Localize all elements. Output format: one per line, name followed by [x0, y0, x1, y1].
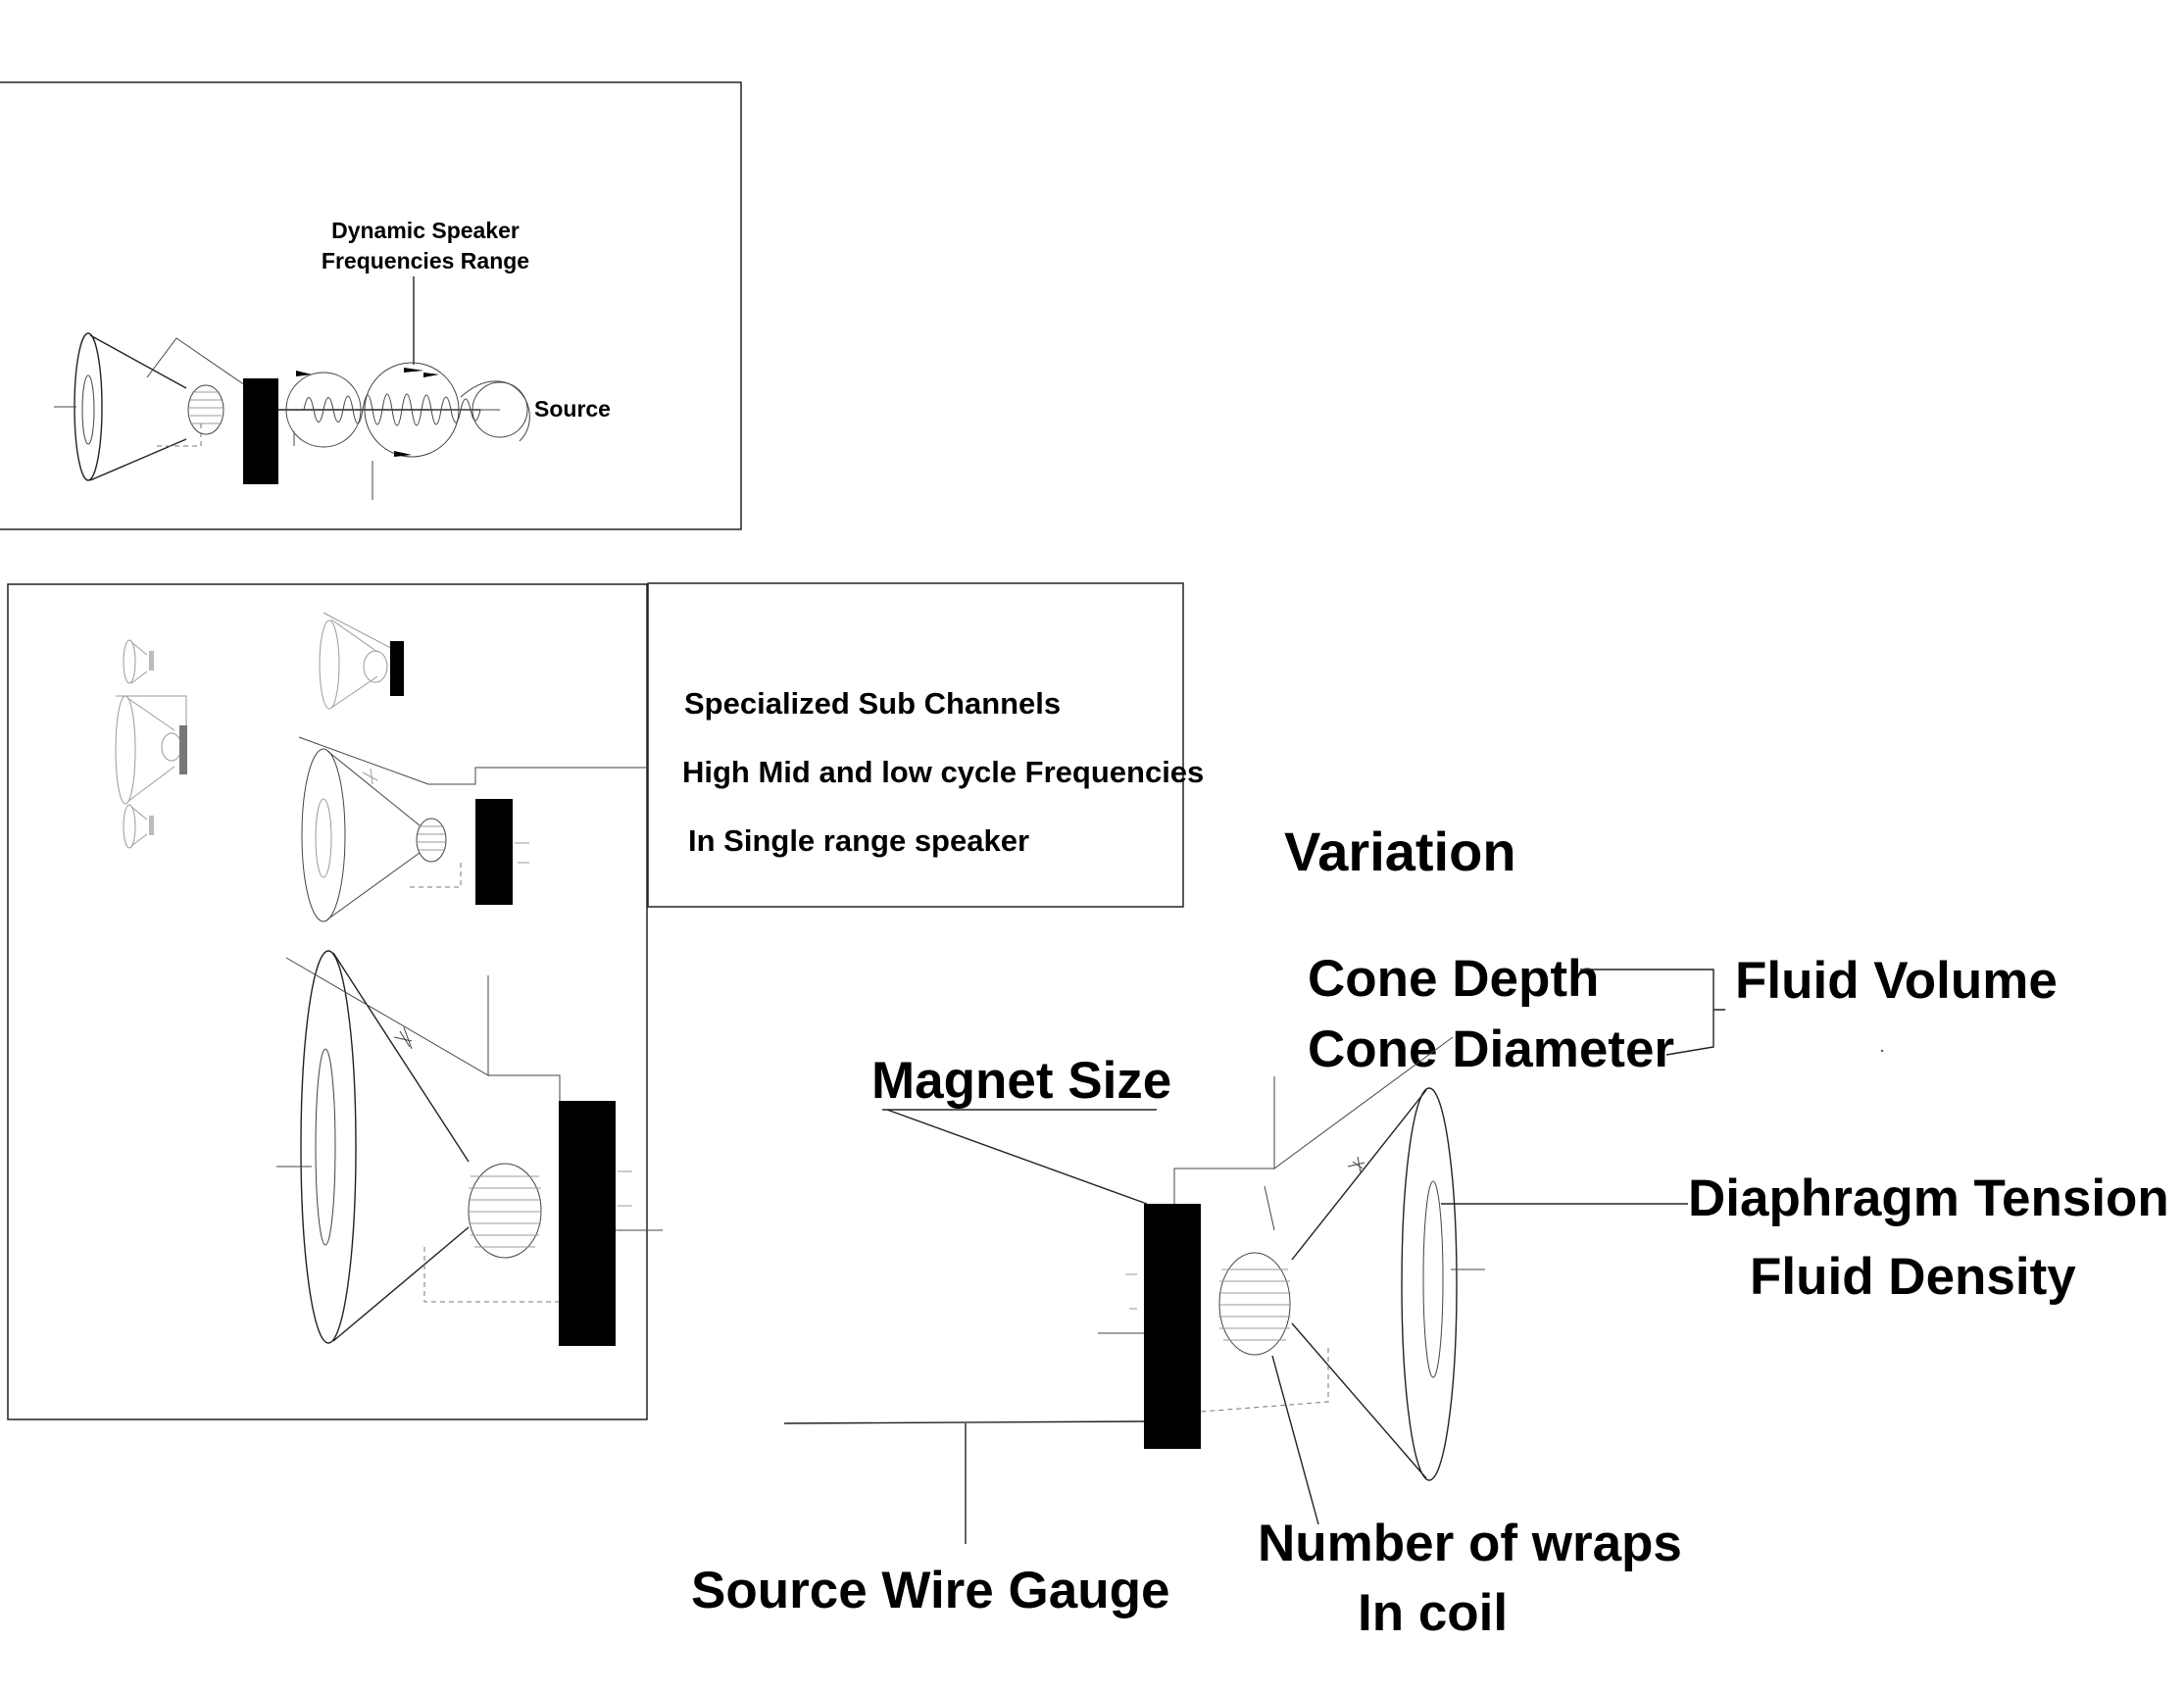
panel-top: Dynamic Speaker Frequencies Range Sour: [0, 81, 742, 530]
panel-top-title-line2: Frequencies Range: [322, 248, 529, 274]
fluid-volume-label: Fluid Volume: [1735, 952, 2058, 1010]
cone-diameter-label: Cone Diameter: [1308, 1020, 1674, 1078]
cone-depth-label: Cone Depth: [1308, 950, 1599, 1008]
tiny-magnet-2: [179, 725, 187, 774]
wire-gauge-pointer: [783, 1420, 1145, 1544]
small-upper-magnet: [390, 641, 404, 696]
small-coil: [187, 384, 224, 435]
desc-line-2: High Mid and low cycle Frequencies: [682, 755, 1204, 789]
panel-multi-frame: [7, 583, 648, 1420]
small-upper-speaker: [319, 612, 405, 710]
magnet-size-pointer: [886, 1109, 1148, 1205]
large-speaker: [276, 950, 663, 1346]
in-coil-label: In coil: [1358, 1584, 1508, 1642]
tiny-speaker-2: [115, 695, 187, 805]
large-magnet: [559, 1101, 616, 1346]
medium-coil: [416, 818, 447, 863]
tiny-speaker-3: [123, 804, 154, 849]
small-speaker: [54, 332, 278, 484]
stray-dot: [1880, 1049, 1884, 1053]
variation-diagram: Variation Cone Depth Cone Diameter Fluid…: [691, 821, 2169, 1642]
panel-description: Specialized Sub Channels High Mid and lo…: [647, 582, 1204, 908]
variation-coil: [1218, 1252, 1291, 1356]
number-of-wraps-label: Number of wraps: [1258, 1515, 1682, 1572]
variation-magnet: [1144, 1204, 1201, 1449]
medium-magnet: [475, 799, 513, 905]
source-wire-gauge-label: Source Wire Gauge: [691, 1562, 1169, 1619]
panel-description-frame: [647, 582, 1184, 908]
magnet-size-label: Magnet Size: [871, 1052, 1171, 1110]
waves: [278, 362, 530, 500]
wraps-pointer: [1271, 1355, 1319, 1525]
variation-speaker: [1098, 1036, 1485, 1481]
cone-bracket: [1580, 969, 1725, 1056]
large-coil: [468, 1163, 542, 1259]
desc-line-1: Specialized Sub Channels: [684, 686, 1061, 721]
fluid-density-label: Fluid Density: [1750, 1248, 2076, 1306]
medium-speaker: [298, 736, 648, 922]
source-label: Source: [534, 396, 611, 422]
small-magnet: [243, 378, 278, 484]
diaphragm-tension-label: Diaphragm Tension: [1688, 1169, 2169, 1227]
panel-top-title-line1: Dynamic Speaker: [331, 218, 520, 243]
panel-multi-speaker: [7, 583, 663, 1420]
tiny-speaker-1: [123, 639, 154, 684]
panel-top-frame: [0, 81, 742, 530]
desc-line-3: In Single range speaker: [688, 823, 1029, 858]
variation-heading: Variation: [1284, 821, 1516, 882]
